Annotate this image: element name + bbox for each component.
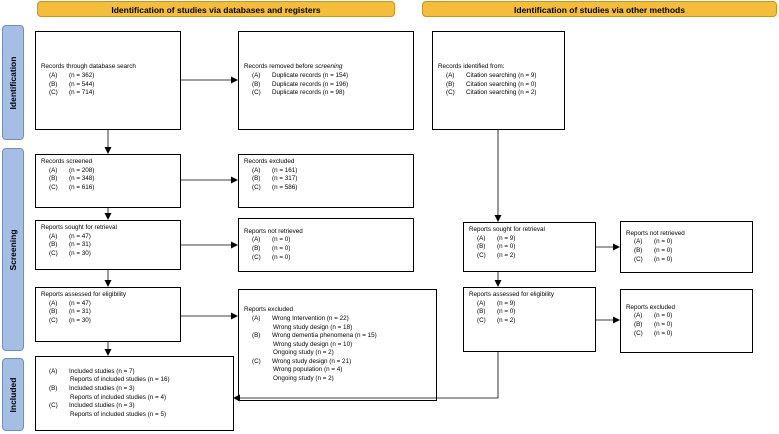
other-eligibility-title: Reports assessed for eligibility — [469, 291, 555, 298]
records-excluded-row: (C)(n = 586) — [252, 183, 298, 191]
other-excluded-box: Reports excluded (A)(n = 0) (B)(n = 0) (… — [620, 289, 753, 353]
reports-not-retrieved-title: Reports not retrieved — [244, 227, 303, 235]
removed-row: (A)Duplicate records (n = 154) — [252, 71, 349, 79]
other-excluded-row: (A)(n = 0) — [634, 312, 673, 320]
included-studies-box: (A)Included studies (n = 7) Reports of i… — [35, 356, 234, 431]
db-search-row: (A)(n = 362) — [49, 71, 95, 79]
other-not-retrieved-row: (B)(n = 0) — [634, 247, 673, 254]
included-studies: (B)Included studies (n = 3) — [49, 384, 135, 392]
other-excluded-row: (B)(n = 0) — [634, 321, 673, 328]
reports-excluded-title: Reports excluded — [244, 306, 294, 314]
other-eligibility-box: Reports assessed for eligibility (A)(n =… — [463, 287, 596, 352]
db-search-row: (C)(n = 714) — [49, 89, 95, 97]
reports-eligibility-row: (B)(n = 31) — [49, 308, 91, 316]
phase-included: Included — [2, 358, 24, 431]
other-retrieval-title: Reports sought for retrieval — [469, 226, 545, 233]
other-retrieval-box: Reports sought for retrieval (A)(n = 9) … — [463, 222, 596, 272]
records-excluded-box: Records excluded (A)(n = 161) (B)(n = 31… — [238, 154, 414, 208]
records-excluded-row: (B)(n = 317) — [252, 175, 298, 183]
removed-title: Records removed before screening — [244, 63, 343, 71]
reports-not-retrieved-box: Reports not retrieved (A)(n = 0) (B)(n =… — [238, 218, 414, 272]
reports-retrieval-row: (C)(n = 30) — [49, 249, 91, 257]
phase-identification: Identification — [2, 25, 24, 140]
removed-before-screening-box: Records removed before screening (A)Dupl… — [238, 31, 414, 130]
included-reports: Reports of included studies (n = 16) — [70, 376, 170, 384]
other-identified-row: (A)Citation searching (n = 9) — [446, 71, 537, 79]
reports-eligibility-row: (A)(n = 47) — [49, 299, 91, 307]
other-eligibility-row: (B)(n = 0) — [477, 308, 516, 316]
included-reports: Reports of included studies (n = 4) — [70, 393, 167, 401]
removed-row: (B)Duplicate records (n = 196) — [252, 80, 349, 88]
reports-retrieval-row: (A)(n = 47) — [49, 232, 91, 240]
records-screened-box: Records screened (A)(n = 208) (B)(n = 34… — [35, 154, 181, 208]
other-not-retrieved-title: Reports not retrieved — [626, 229, 685, 237]
records-screened-title: Records screened — [41, 158, 93, 165]
included-reports: Reports of included studies (n = 5) — [70, 410, 167, 418]
other-identified-row: (C)Citation searching (n = 2) — [446, 89, 537, 97]
reports-not-retrieved-row: (C)(n = 0) — [252, 253, 291, 261]
other-identified-title: Records identified from: — [438, 63, 505, 71]
other-not-retrieved-row: (A)(n = 0) — [634, 238, 673, 246]
other-excluded-row: (C)(n = 0) — [634, 329, 673, 337]
header-other-methods: Identification of studies via other meth… — [422, 1, 777, 17]
other-retrieval-row: (C)(n = 2) — [477, 251, 516, 259]
other-retrieval-row: (B)(n = 0) — [477, 243, 516, 251]
other-eligibility-row: (C)(n = 2) — [477, 316, 516, 324]
removed-row: (C)Duplicate records (n = 98) — [252, 89, 345, 97]
reports-eligibility-box: Reports assessed for eligibility (A)(n =… — [35, 287, 181, 342]
phase-screening: Screening — [2, 148, 24, 351]
db-search-row: (B)(n = 544) — [49, 80, 95, 88]
reports-excluded-box: Reports excluded (A)Wrong Intervention (… — [238, 289, 437, 401]
other-not-retrieved-row: (C)(n = 0) — [634, 255, 673, 263]
arrow-other-eligibility-to-included — [233, 352, 499, 402]
exclusion-reason: Wrong population (n = 4) — [273, 366, 343, 374]
other-identified-box: Records identified from: (A)Citation sea… — [432, 31, 565, 130]
exclusion-reason: Wrong study design (n = 10) — [273, 340, 353, 348]
reports-retrieval-box: Reports sought for retrieval (A)(n = 47)… — [35, 220, 181, 270]
other-eligibility-row: (A)(n = 9) — [477, 299, 516, 307]
exclusion-reason: (C)Wrong study design (n = 21) — [252, 357, 352, 365]
db-search-title: Records through database search — [41, 63, 136, 71]
reports-eligibility-title: Reports assessed for eligibility — [41, 291, 127, 298]
included-studies: (C)Included studies (n = 3) — [49, 402, 135, 410]
records-screened-row: (A)(n = 208) — [49, 166, 95, 174]
included-studies: (A)Included studies (n = 7) — [49, 367, 135, 375]
records-screened-row: (B)(n = 348) — [49, 175, 95, 183]
other-not-retrieved-box: Reports not retrieved (A)(n = 0) (B)(n =… — [620, 221, 753, 273]
reports-not-retrieved-row: (A)(n = 0) — [252, 236, 291, 244]
exclusion-reason: Wrong study design (n = 18) — [273, 323, 353, 331]
other-retrieval-row: (A)(n = 9) — [477, 234, 516, 242]
records-screened-row: (C)(n = 616) — [49, 183, 95, 191]
reports-eligibility-row: (C)(n = 30) — [49, 316, 91, 324]
exclusion-reason: Ongoing study (n = 2) — [273, 375, 334, 383]
other-identified-row: (B)Citation searching (n = 0) — [446, 80, 537, 88]
exclusion-reason: (B)Wrong dementia phenomena (n = 15) — [252, 332, 377, 340]
exclusion-reason: (A)Wrong Intervention (n = 22) — [252, 314, 349, 322]
db-search-box: Records through database search (A)(n = … — [35, 31, 181, 130]
exclusion-reason: Ongoing study (n = 2) — [273, 349, 334, 357]
reports-retrieval-title: Reports sought for retrieval — [41, 224, 117, 231]
reports-retrieval-row: (B)(n = 31) — [49, 241, 91, 249]
reports-not-retrieved-row: (B)(n = 0) — [252, 245, 291, 252]
records-excluded-row: (A)(n = 161) — [252, 166, 298, 174]
other-excluded-title: Reports excluded — [626, 303, 676, 311]
records-excluded-title: Records excluded — [244, 158, 295, 165]
header-databases: Identification of studies via databases … — [37, 1, 395, 17]
